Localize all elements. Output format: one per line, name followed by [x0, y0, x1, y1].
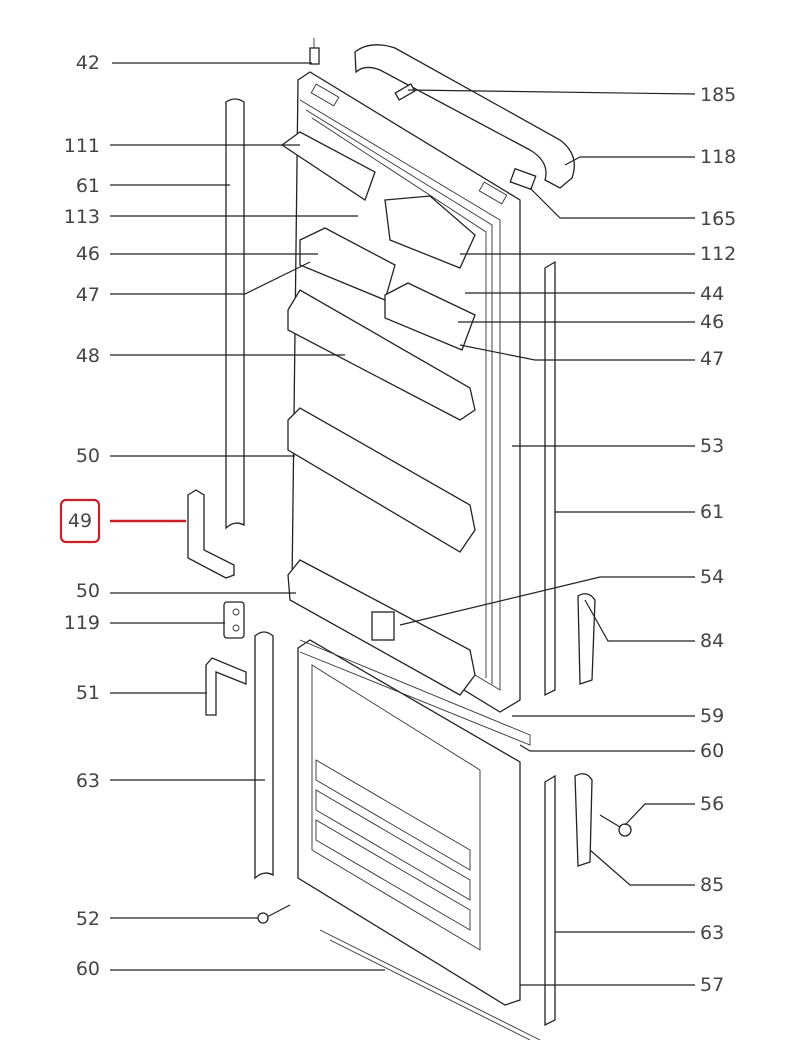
leader-line [589, 849, 695, 886]
callout-label-60: 60 [700, 740, 724, 762]
strip-part-63-right [544, 774, 556, 1027]
callout-label-59: 59 [700, 705, 724, 727]
lower-door [297, 639, 541, 1040]
callout-label-118: 118 [700, 146, 736, 168]
clip-part-165 [509, 167, 537, 191]
callout-label-52: 52 [76, 908, 100, 930]
pin-part-42 [309, 38, 320, 65]
callout-label-49: 49 [68, 510, 92, 532]
pin-part-185 [394, 83, 416, 101]
callout-label-119: 119 [64, 612, 100, 634]
bracket-part-51 [205, 657, 247, 716]
strip-part-63-left [254, 631, 274, 880]
strip-part-61-right [544, 260, 556, 697]
callout-label-84: 84 [700, 630, 724, 652]
callout-label-111: 111 [64, 135, 100, 157]
leader-line [110, 261, 311, 295]
leader-line [584, 599, 695, 642]
callout-label-63: 63 [700, 922, 724, 944]
leader-line [519, 744, 695, 752]
callout-label-165: 165 [700, 208, 736, 230]
screw-part-56 [599, 814, 632, 837]
callout-label-60: 60 [76, 958, 100, 980]
leader-line [407, 89, 696, 95]
callout-label-44: 44 [700, 283, 724, 305]
highlight-box [59, 498, 101, 544]
callout-label-56: 56 [700, 793, 724, 815]
callout-label-63: 63 [76, 770, 100, 792]
callout-label-42: 42 [76, 52, 100, 74]
callout-label-113: 113 [64, 206, 100, 228]
callout-label-50: 50 [76, 580, 100, 602]
callout-label-61: 61 [700, 501, 724, 523]
hinge-part-119 [223, 601, 245, 639]
callout-label-185: 185 [700, 84, 736, 106]
callout-label-50: 50 [76, 445, 100, 467]
leader-line [399, 576, 695, 626]
callout-label-53: 53 [700, 435, 724, 457]
bracket-part-49 [187, 489, 235, 579]
leader-line [529, 187, 695, 219]
handle-part-85 [574, 773, 593, 867]
handle-part-84 [577, 593, 596, 685]
callout-label-61: 61 [76, 175, 100, 197]
callout-label-48: 48 [76, 345, 100, 367]
callout-label-46: 46 [700, 311, 724, 333]
strip-part-61-left [225, 98, 245, 530]
callout-label-85: 85 [700, 874, 724, 896]
callout-label-46: 46 [76, 243, 100, 265]
leader-line [624, 803, 695, 826]
callout-label-47: 47 [700, 348, 724, 370]
callout-label-51: 51 [76, 682, 100, 704]
top-cover-part-118 [354, 44, 575, 189]
screw-part-52 [257, 904, 291, 924]
callout-label-57: 57 [700, 974, 724, 996]
leader-line [564, 156, 695, 166]
callout-label-54: 54 [700, 566, 724, 588]
callout-label-112: 112 [700, 243, 736, 265]
leader-line [459, 344, 695, 361]
door-shelves [280, 131, 476, 696]
callout-label-47: 47 [76, 284, 100, 306]
